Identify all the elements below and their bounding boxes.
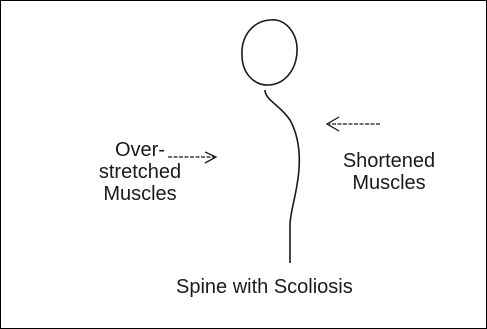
right-label-line-1: Shortened — [330, 150, 448, 172]
left-label-line-3: Muscles — [80, 183, 200, 205]
right-arrow — [327, 117, 380, 131]
overstretched-muscles-label: Over- stretched Muscles — [80, 139, 200, 205]
shortened-muscles-label: Shortened Muscles — [330, 150, 448, 194]
left-label-line-2: stretched — [80, 161, 200, 183]
diagram-caption: Spine with Scoliosis — [176, 276, 353, 298]
spine-curve — [265, 90, 299, 263]
left-label-line-1: Over- — [80, 139, 200, 161]
head-circle — [242, 20, 297, 85]
right-label-line-2: Muscles — [330, 172, 448, 194]
